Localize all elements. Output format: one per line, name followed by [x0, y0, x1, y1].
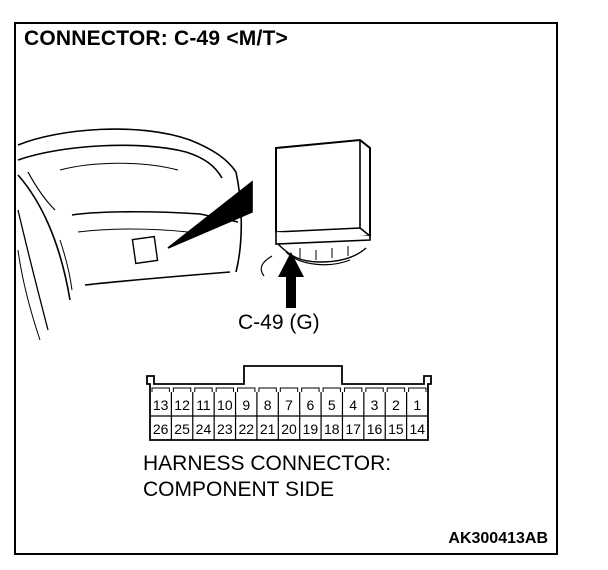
bottom-row-pin-24: 24 [196, 421, 212, 437]
pin-slot [237, 387, 256, 392]
pin-slot [365, 387, 384, 392]
pin-slot [386, 387, 406, 392]
top-row-pin-7: 7 [285, 397, 293, 413]
top-row-pin-6: 6 [306, 397, 314, 413]
connector-callout-label: C-49 (G) [238, 311, 320, 334]
bottom-row-pin-26: 26 [153, 421, 169, 437]
pin-slot [343, 387, 363, 392]
pin-slot [279, 387, 299, 392]
pin-slot [151, 387, 170, 392]
harness-connector [146, 365, 432, 441]
arrow-up-icon [278, 252, 304, 308]
top-row-pin-1: 1 [413, 397, 421, 413]
top-row-pin-5: 5 [328, 397, 336, 413]
top-row-pin-10: 10 [217, 397, 233, 413]
bottom-row-pin-19: 19 [303, 421, 319, 437]
top-row-pin-4: 4 [349, 397, 357, 413]
pin-slot [301, 387, 320, 392]
pin-slot [215, 387, 235, 392]
pin-slot [322, 387, 341, 392]
bottom-row-pin-25: 25 [174, 421, 190, 437]
bottom-row-pin-22: 22 [238, 421, 254, 437]
top-row-pin-9: 9 [242, 397, 250, 413]
bottom-row-pin-15: 15 [388, 421, 404, 437]
ecu-module-icon [260, 138, 371, 277]
pin-slot [172, 387, 192, 392]
bottom-row-pin-14: 14 [410, 421, 426, 437]
bottom-row-pin-20: 20 [281, 421, 297, 437]
dashboard-illustration-icon [17, 128, 253, 341]
caption-component-side: COMPONENT SIDE [143, 478, 334, 501]
bottom-row-pin-17: 17 [345, 421, 361, 437]
bottom-row-pin-21: 21 [260, 421, 276, 437]
pin-slot [408, 387, 427, 392]
top-row-pin-12: 12 [174, 397, 190, 413]
top-row-pin-13: 13 [153, 397, 169, 413]
top-row-pin-11: 11 [196, 397, 211, 413]
diagram-title: CONNECTOR: C-49 <M/T> [24, 27, 289, 50]
top-row-pin-8: 8 [264, 397, 272, 413]
top-row-pin-2: 2 [392, 397, 400, 413]
bottom-row-pin-23: 23 [217, 421, 233, 437]
figure-code: AK300413AB [448, 530, 548, 547]
bottom-row-pin-18: 18 [324, 421, 340, 437]
diagram-frame [14, 22, 558, 555]
top-row-pin-3: 3 [371, 397, 379, 413]
pin-slot [258, 387, 277, 392]
bottom-row-pin-16: 16 [367, 421, 383, 437]
pin-slot [194, 387, 213, 392]
caption-harness-connector: HARNESS CONNECTOR: [143, 452, 392, 475]
